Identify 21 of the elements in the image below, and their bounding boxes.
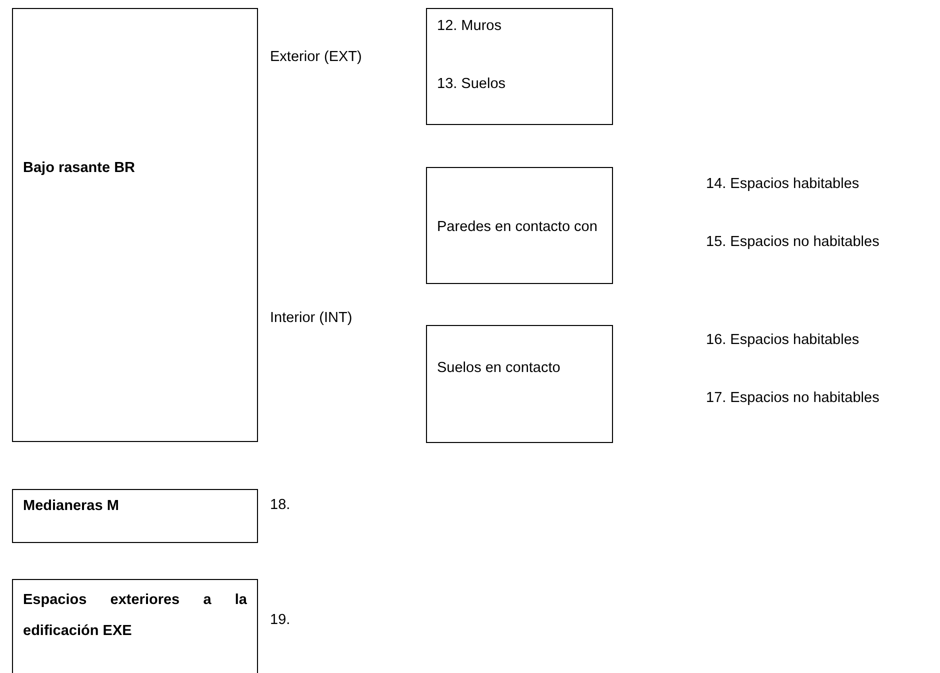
item-text: 14. Espacios habitables: [706, 175, 860, 194]
category-label: Exterior (EXT): [270, 48, 362, 67]
box-text: Suelos en contacto: [437, 359, 562, 378]
text-box: [12, 8, 258, 442]
category-label: Interior (INT): [270, 309, 352, 328]
text-box: [426, 8, 613, 125]
item-text: 17. Espacios no habitables: [706, 389, 880, 408]
item-text: 16. Espacios habitables: [706, 331, 860, 350]
item-text: 18.: [270, 496, 290, 515]
box-text: Medianeras M: [23, 497, 120, 516]
text-box: [426, 325, 613, 443]
box-text: Espacios exteriores a la edificación EXE: [23, 591, 247, 641]
box-text: Bajo rasante BR: [23, 159, 136, 178]
text-box: [12, 489, 258, 543]
box-text: 13. Suelos: [437, 75, 507, 94]
item-text: 19.: [270, 611, 290, 630]
box-text: 12. Muros: [437, 17, 502, 36]
text-box: [426, 167, 613, 284]
text-box: [12, 579, 258, 673]
item-text: 15. Espacios no habitables: [706, 233, 880, 252]
box-text: Paredes en contacto con: [437, 218, 598, 237]
